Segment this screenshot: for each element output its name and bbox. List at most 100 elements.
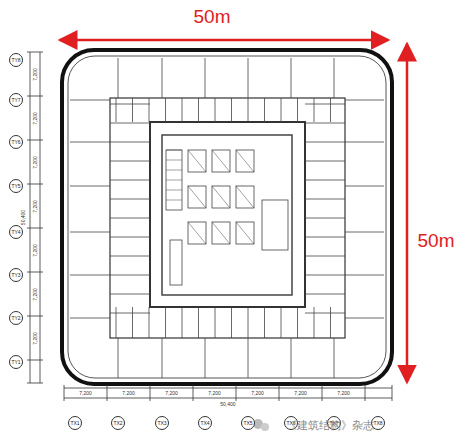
wall-line — [305, 275, 345, 276]
axis-bubble: TY5 — [9, 179, 23, 193]
wall-line — [305, 142, 345, 143]
grid-dimension: 7,200 — [251, 391, 264, 396]
room-block — [262, 200, 288, 250]
axis-bubble: TY2 — [9, 311, 23, 325]
wall-line — [149, 307, 150, 338]
axis-bubble: TY7 — [9, 93, 23, 107]
wall-line — [305, 218, 345, 219]
grid-dimension: 7,200 — [122, 391, 135, 396]
wall-line — [365, 385, 366, 401]
wall-line — [110, 256, 150, 257]
wall-line — [248, 307, 249, 338]
wall-line — [166, 180, 182, 181]
wall-line — [27, 184, 43, 185]
axis-bubble: TX2 — [111, 416, 125, 430]
room-block — [212, 150, 230, 172]
wall-line — [248, 338, 249, 378]
wall-line — [27, 383, 43, 384]
axis-bubble: TY8 — [9, 53, 23, 67]
wall-line — [110, 104, 150, 105]
wall-line — [110, 161, 150, 162]
wall-line — [305, 104, 345, 105]
grid-dimension: 7,200 — [337, 391, 350, 396]
grid-dimension: 7,200 — [294, 391, 307, 396]
axis-label: TY4 — [11, 229, 20, 235]
wall-line — [70, 232, 110, 233]
wall-line — [70, 142, 110, 143]
wall-line — [297, 307, 298, 338]
wall-line — [205, 338, 206, 378]
wall-line — [188, 186, 206, 208]
wall-line — [193, 385, 194, 401]
axis-bubble: TY3 — [9, 268, 23, 282]
grid-dimension: 7,200 — [208, 391, 221, 396]
wall-line — [248, 58, 249, 98]
watermark: 《建筑结构》杂志 — [286, 420, 374, 431]
wall-line — [116, 98, 117, 122]
wall-line — [27, 228, 43, 229]
room-block — [236, 222, 254, 244]
wall-line — [110, 275, 150, 276]
wall-line — [110, 294, 150, 295]
wall-line — [70, 275, 110, 276]
wall-line — [107, 385, 108, 401]
wall-line — [110, 180, 150, 181]
wall-line — [345, 275, 384, 276]
wall-line — [212, 150, 230, 172]
axis-bubble: TX4 — [198, 416, 212, 430]
axis-label: TX5 — [243, 420, 252, 426]
wall-line — [110, 313, 150, 314]
wall-line — [281, 307, 282, 338]
wall-line — [314, 98, 315, 122]
room-block — [236, 186, 254, 208]
wall-line — [264, 98, 265, 122]
axis-label: TX1 — [70, 420, 79, 426]
wall-line — [231, 98, 232, 122]
room-block — [188, 186, 206, 208]
axis-bubble: TX1 — [68, 416, 82, 430]
axis-bubble: TY6 — [9, 135, 23, 149]
wall-line — [212, 222, 230, 244]
wall-line — [27, 140, 43, 141]
grid-dimension: 7,200 — [32, 332, 37, 345]
wall-line — [305, 123, 345, 124]
wall-line — [166, 160, 182, 161]
axis-label: TX3 — [157, 420, 166, 426]
wall-line — [215, 98, 216, 122]
wall-line — [118, 338, 119, 378]
grid-dimension: 7,200 — [32, 244, 37, 257]
wall-line — [236, 385, 237, 401]
wall-line — [291, 58, 292, 98]
room-block — [170, 240, 182, 285]
wall-line — [198, 98, 199, 122]
axis-label: TX2 — [113, 420, 122, 426]
axis-label: TX4 — [200, 420, 209, 426]
wall-line — [132, 98, 133, 122]
axis-bubble: TX3 — [155, 416, 169, 430]
wall-line — [166, 170, 182, 171]
axis-label: TY8 — [11, 57, 20, 63]
wall-line — [27, 272, 43, 273]
wall-line — [166, 150, 182, 151]
wall-line — [165, 307, 166, 338]
wall-line — [236, 222, 254, 244]
wall-line — [149, 98, 150, 122]
wall-line — [166, 200, 182, 201]
wall-line — [110, 218, 150, 219]
wall-line — [345, 100, 384, 101]
wall-line — [150, 385, 151, 401]
axis-label: TY7 — [11, 97, 20, 103]
dimension-label: 50m — [418, 231, 455, 250]
room-block — [188, 150, 206, 172]
grid-dimension: 7,200 — [32, 200, 37, 213]
wall-line — [334, 58, 335, 98]
wall-line — [345, 142, 384, 143]
room-block — [188, 222, 206, 244]
wall-line — [110, 123, 150, 124]
grid-dimension: 7,200 — [79, 391, 92, 396]
wall-line — [70, 318, 110, 319]
wall-line — [118, 58, 119, 98]
wall-line — [291, 338, 292, 378]
wall-line — [165, 98, 166, 122]
axis-label: TY5 — [11, 183, 20, 189]
